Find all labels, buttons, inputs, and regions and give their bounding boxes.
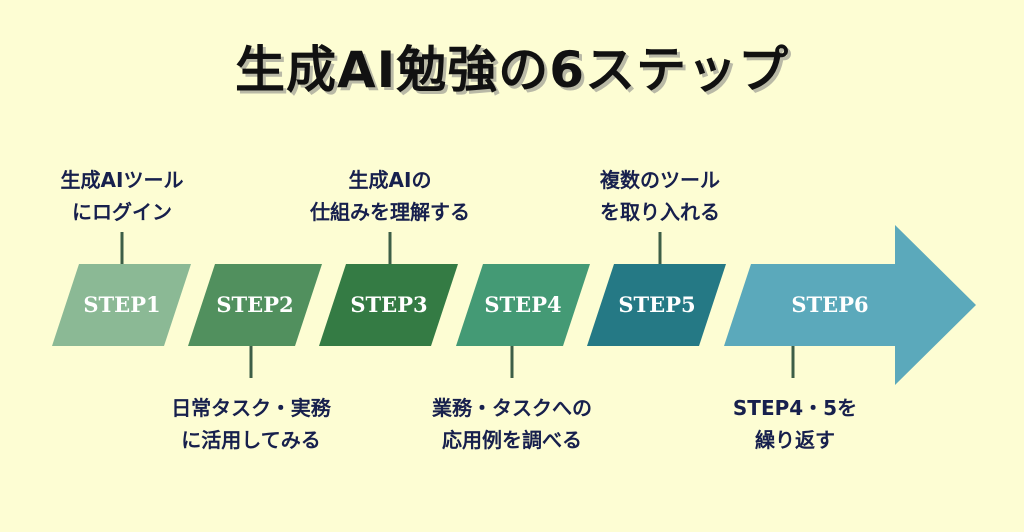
step1-caption: 生成AIツール にログイン	[32, 164, 212, 228]
step2-label: STEP2	[216, 292, 294, 317]
step2-caption: 日常タスク・実務 に活用してみる	[131, 392, 371, 456]
step6-caption-line2: 繰り返す	[755, 428, 835, 452]
step4-caption: 業務・タスクへの 応用例を調べる	[397, 392, 627, 456]
step4-shape	[456, 264, 590, 346]
step3-shape	[319, 264, 458, 346]
step5-caption-line1: 複数のツール	[600, 168, 720, 192]
step4-caption-line2: 応用例を調べる	[442, 428, 582, 452]
step1-label: STEP1	[83, 292, 161, 317]
step4-caption-line1: 業務・タスクへの	[432, 396, 592, 420]
step3-caption-line2: 仕組みを理解する	[310, 200, 470, 224]
step6-caption-line1: STEP4・5を	[732, 396, 858, 420]
step3-label: STEP3	[350, 292, 428, 317]
step6-arrow	[724, 225, 976, 385]
step2-caption-line2: に活用してみる	[181, 428, 321, 452]
step5-caption-line2: を取り入れる	[600, 200, 720, 224]
step6-label: STEP6	[791, 292, 869, 317]
step3-caption: 生成AIの 仕組みを理解する	[280, 164, 500, 228]
step2-caption-line1: 日常タスク・実務	[171, 396, 331, 420]
step1-caption-line2: にログイン	[72, 200, 172, 224]
step3-caption-line1: 生成AIの	[348, 168, 432, 192]
step5-caption: 複数のツール を取り入れる	[565, 164, 755, 228]
step1-caption-line1: 生成AIツール	[60, 168, 184, 192]
step6-caption: STEP4・5を 繰り返す	[700, 392, 890, 456]
step1-shape	[52, 264, 191, 346]
step5-label: STEP5	[618, 292, 696, 317]
step5-shape	[587, 264, 726, 346]
step4-label: STEP4	[484, 292, 562, 317]
step2-shape	[188, 264, 322, 346]
page-title: 生成AI勉強の6ステップ	[234, 41, 790, 99]
